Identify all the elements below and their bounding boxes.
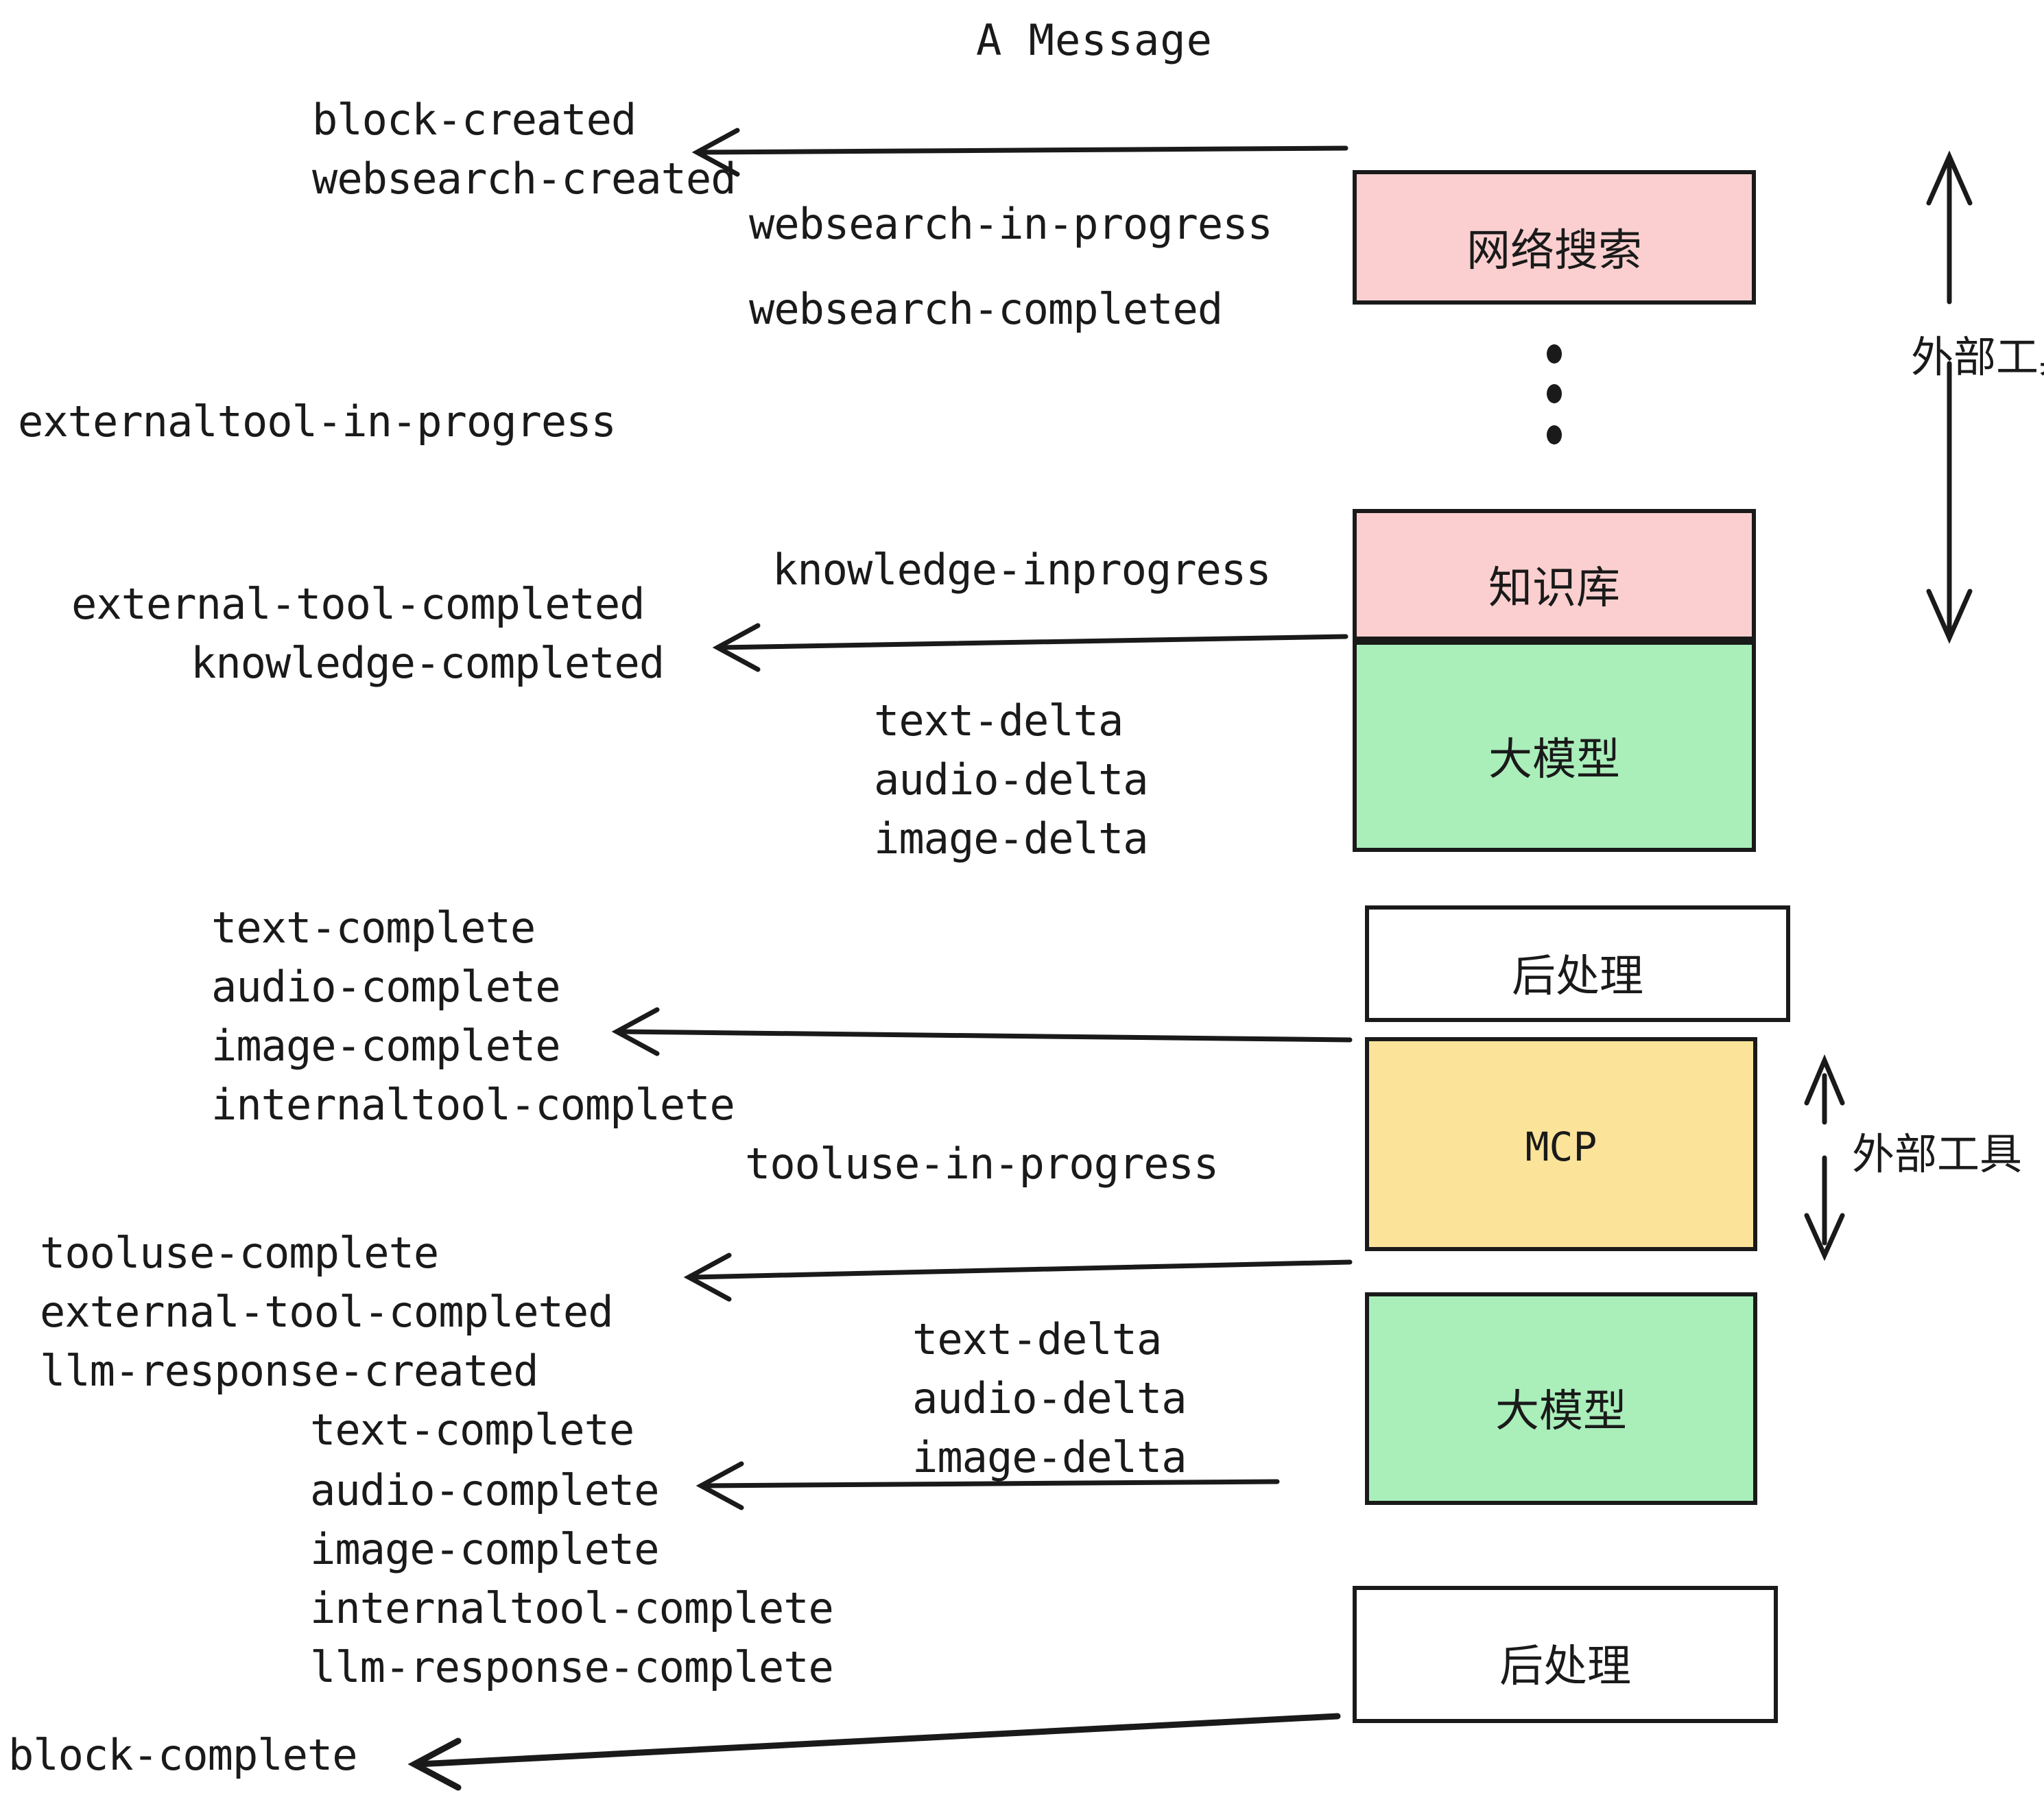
node-box-llm-2[interactable] — [1365, 1292, 1757, 1505]
event-label: externaltool-in-progress — [18, 396, 617, 447]
event-label: websearch-completed — [749, 284, 1223, 334]
event-label: llm-response-created — [40, 1346, 539, 1396]
arrow-knowledge-return — [712, 623, 1348, 672]
event-label: llm-response-complete — [310, 1642, 834, 1692]
range-arrow-external-tool-2 — [1804, 1054, 1845, 1261]
event-label: image-complete — [211, 1021, 561, 1071]
event-label: websearch-created — [312, 154, 737, 204]
node-box-knowledge[interactable] — [1353, 509, 1756, 641]
event-label: tooluse-in-progress — [745, 1139, 1219, 1189]
event-label: knowledge-inprogress — [772, 545, 1272, 595]
event-label: text-delta — [912, 1314, 1162, 1364]
node-box-llm-1[interactable] — [1353, 641, 1756, 852]
node-box-websearch[interactable] — [1353, 170, 1756, 305]
event-label: internaltool-complete — [211, 1080, 735, 1130]
event-label: block-complete — [8, 1730, 358, 1780]
event-label: audio-complete — [211, 962, 561, 1012]
group-label-external-tool-1: 外部工具 — [1911, 332, 2044, 382]
event-label: external-tool-completed — [40, 1287, 614, 1337]
page-title: A Message — [976, 15, 1213, 65]
group-label-external-tool-2: 外部工具 — [1852, 1129, 2023, 1179]
node-label-llm-1: 大模型 — [1488, 735, 1620, 785]
event-label: audio-complete — [310, 1465, 660, 1515]
arrow-websearch-return — [691, 128, 1348, 177]
event-label: image-delta — [912, 1432, 1187, 1482]
node-label-postprocess-2: 后处理 — [1499, 1641, 1631, 1692]
node-label-llm-2: 大模型 — [1495, 1386, 1627, 1437]
event-label: image-delta — [874, 814, 1149, 864]
event-label: text-complete — [211, 903, 536, 953]
node-label-mcp: MCP — [1525, 1124, 1597, 1170]
event-label: audio-delta — [874, 755, 1149, 805]
event-label: block-created — [312, 95, 637, 145]
node-box-postprocess-2[interactable] — [1353, 1586, 1778, 1723]
arrow-mcp-return — [683, 1253, 1353, 1302]
node-box-mcp[interactable] — [1365, 1037, 1757, 1251]
event-label: text-delta — [874, 696, 1124, 746]
event-label: tooluse-complete — [40, 1228, 439, 1278]
arrow-llm2-return — [696, 1461, 1280, 1510]
node-box-postprocess-1[interactable] — [1365, 905, 1790, 1022]
event-label: knowledge-completed — [191, 638, 665, 688]
node-label-websearch: 网络搜索 — [1466, 226, 1642, 276]
event-label: audio-delta — [912, 1373, 1187, 1423]
event-label: image-complete — [310, 1524, 660, 1574]
vertical-ellipsis — [1547, 344, 1562, 444]
arrow-postprocess2-return — [407, 1713, 1341, 1791]
event-label: websearch-in-progress — [749, 199, 1273, 249]
range-arrow-external-tool-1 — [1926, 150, 1973, 644]
event-label: external-tool-completed — [71, 579, 645, 629]
event-label: text-complete — [310, 1405, 634, 1455]
node-label-knowledge: 知识库 — [1488, 563, 1620, 614]
arrow-postprocess1-return — [611, 1007, 1353, 1056]
node-label-postprocess-1: 后处理 — [1512, 951, 1643, 1002]
event-label: internaltool-complete — [310, 1583, 834, 1633]
